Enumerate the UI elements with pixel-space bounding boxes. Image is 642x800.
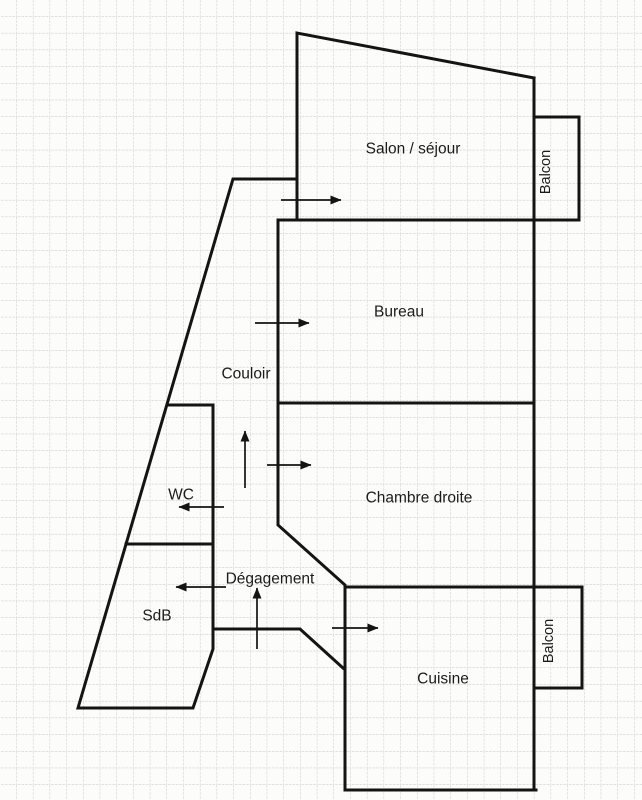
room-label-degagement: Dégagement [226, 571, 315, 588]
room-label-sdb: SdB [142, 608, 171, 625]
door-arrows-layer [175, 195, 379, 649]
room-label-couloir: Couloir [221, 366, 270, 383]
wall-degagement-bottom-wall [211, 627, 346, 671]
room-label-balcon-bas: Balcon [541, 619, 557, 663]
room-label-bureau: Bureau [374, 304, 424, 321]
room-label-cuisine: Cuisine [417, 671, 469, 688]
room-label-wc: WC [168, 487, 194, 504]
room-label-chambre-droite: Chambre droite [366, 490, 473, 507]
room-label-balcon-haut: Balcon [538, 150, 554, 194]
wall-cuisine-top-and-balcon-bas [343, 585, 584, 690]
wall-left-outer-diagonal-and-sdb-wc [75, 177, 299, 710]
walls-layer [75, 31, 584, 792]
wall-bureau-chambre-left-and-cuisine [276, 218, 538, 792]
wall-balcon-haut-outline [532, 115, 581, 222]
wall-salon-left-and-top-slant [295, 31, 536, 222]
room-label-salon-sejour: Salon / séjour [366, 141, 461, 158]
